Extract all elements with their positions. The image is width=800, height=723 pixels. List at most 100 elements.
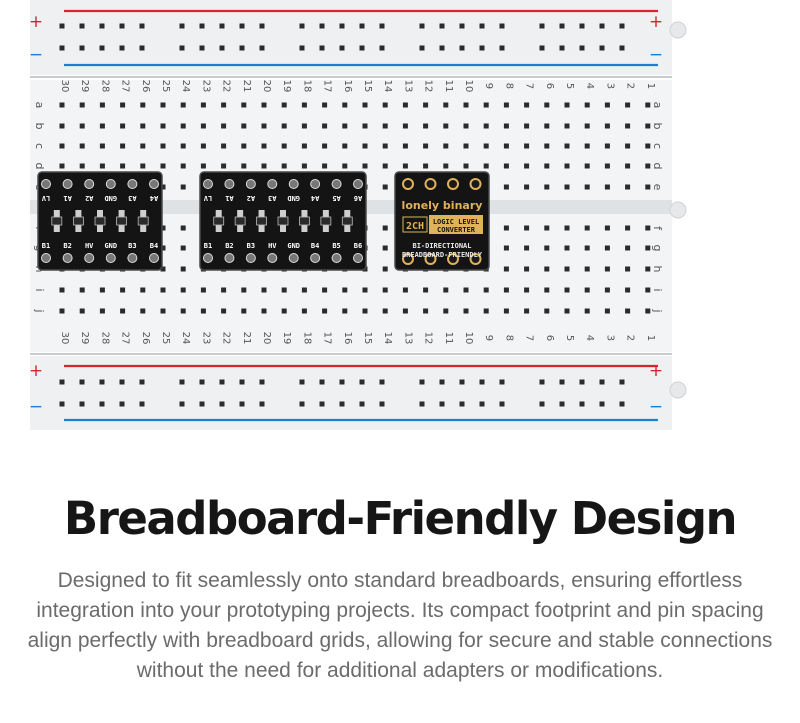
pin-label: A4 bbox=[311, 194, 319, 202]
column-number: 7 bbox=[524, 83, 535, 89]
pin-label: GND bbox=[104, 242, 117, 250]
pin-label: A6 bbox=[354, 194, 362, 202]
minus-label: − bbox=[649, 45, 663, 65]
row-letter: d bbox=[33, 163, 46, 170]
feature-line1: BI-DIRECTIONAL bbox=[412, 242, 471, 250]
row-letter: g bbox=[651, 245, 664, 252]
pin-label: B3 bbox=[247, 242, 255, 250]
column-number: 19 bbox=[281, 332, 292, 345]
pin-label: GND bbox=[104, 194, 117, 202]
column-number: 27 bbox=[120, 80, 131, 93]
column-number: 26 bbox=[140, 332, 151, 345]
column-number: 20 bbox=[261, 80, 272, 93]
pin-label: A1 bbox=[225, 194, 233, 202]
power-rail-bottom bbox=[30, 356, 672, 430]
column-number: 13 bbox=[402, 332, 413, 345]
column-number: 1 bbox=[645, 335, 656, 341]
column-number: 10 bbox=[463, 332, 474, 345]
plus-label: + bbox=[29, 12, 43, 32]
pin-label: A4 bbox=[150, 194, 158, 202]
column-number: 25 bbox=[160, 332, 171, 345]
column-number: 25 bbox=[160, 80, 171, 93]
row-letter: h bbox=[651, 266, 664, 273]
column-number: 24 bbox=[180, 332, 191, 345]
pin-label: B4 bbox=[150, 242, 158, 250]
minus-label: − bbox=[649, 397, 663, 417]
plus-label: + bbox=[649, 361, 663, 381]
row-letter: f bbox=[651, 226, 664, 231]
column-number: 18 bbox=[301, 80, 312, 93]
column-number: 6 bbox=[544, 335, 555, 341]
column-number: 28 bbox=[99, 80, 110, 93]
pin-label: LV bbox=[203, 194, 212, 202]
pin-label: LV bbox=[41, 194, 50, 202]
pin-label: B1 bbox=[204, 242, 212, 250]
column-number: 14 bbox=[382, 332, 393, 345]
column-number: 26 bbox=[140, 80, 151, 93]
row-letter: d bbox=[651, 163, 664, 170]
column-number: 5 bbox=[564, 83, 575, 89]
column-number: 11 bbox=[443, 80, 454, 93]
pin-label: B4 bbox=[311, 242, 319, 250]
product-line2: CONVERTER bbox=[437, 226, 476, 234]
column-number: 23 bbox=[200, 332, 211, 345]
column-number: 22 bbox=[221, 80, 232, 93]
column-number: 9 bbox=[483, 335, 494, 341]
column-number: 17 bbox=[322, 332, 333, 345]
column-number: 7 bbox=[524, 335, 535, 341]
plus-label: + bbox=[29, 361, 43, 381]
pin-label: A3 bbox=[268, 194, 276, 202]
column-number: 21 bbox=[241, 80, 252, 93]
row-letter: c bbox=[651, 143, 664, 149]
column-number: 15 bbox=[362, 80, 373, 93]
headline: Breadboard-Friendly Design bbox=[63, 492, 738, 545]
minus-label: − bbox=[29, 45, 43, 65]
pin-label: B2 bbox=[63, 242, 71, 250]
row-letter: i bbox=[33, 288, 46, 291]
pin-label: A1 bbox=[63, 194, 71, 202]
pin-label: A2 bbox=[247, 194, 255, 202]
column-number: 4 bbox=[584, 335, 595, 341]
column-number: 21 bbox=[241, 332, 252, 345]
pin-label: B1 bbox=[42, 242, 50, 250]
column-number: 28 bbox=[99, 332, 110, 345]
column-number: 2 bbox=[625, 335, 636, 341]
column-number: 20 bbox=[261, 332, 272, 345]
power-rail-top bbox=[30, 0, 672, 75]
pin-label: A3 bbox=[128, 194, 136, 202]
converter-2ch: lonely binary 2CH LOGIC LEVEL CONVERTER … bbox=[394, 171, 490, 271]
column-number: 9 bbox=[483, 83, 494, 89]
column-number: 10 bbox=[463, 80, 474, 93]
breadboard-labels: + − + − + − + − 303029292828272726262525… bbox=[29, 12, 664, 417]
column-number: 19 bbox=[281, 80, 292, 93]
feature-line2: BREADBOARD-FRIENDLY bbox=[402, 251, 483, 259]
column-number: 30 bbox=[59, 80, 70, 93]
pin-label: GND bbox=[287, 242, 300, 250]
channel-tag: 2CH bbox=[406, 221, 424, 232]
column-number: 6 bbox=[544, 83, 555, 89]
converter-modules: lonely binary 2CH LOGIC LEVEL CONVERTER … bbox=[37, 171, 490, 271]
column-number: 17 bbox=[322, 80, 333, 93]
row-letter: e bbox=[651, 184, 664, 191]
row-letter: a bbox=[33, 102, 46, 109]
pin-label: A5 bbox=[332, 194, 340, 202]
column-number: 29 bbox=[79, 332, 90, 345]
pin-label: B3 bbox=[128, 242, 136, 250]
pin-label: B2 bbox=[225, 242, 233, 250]
row-letter: j bbox=[33, 308, 46, 312]
column-number: 5 bbox=[564, 335, 575, 341]
pin-label: B5 bbox=[332, 242, 340, 250]
column-number: 22 bbox=[221, 332, 232, 345]
row-letter: b bbox=[33, 123, 46, 130]
column-number: 27 bbox=[120, 332, 131, 345]
module-pin-holes bbox=[402, 178, 482, 265]
column-number: 18 bbox=[301, 332, 312, 345]
column-number: 15 bbox=[362, 332, 373, 345]
column-number: 23 bbox=[200, 80, 211, 93]
pin-label: A2 bbox=[85, 194, 93, 202]
row-letter: c bbox=[33, 143, 46, 149]
product-line1: LOGIC LEVEL bbox=[433, 218, 479, 226]
column-number: 12 bbox=[423, 332, 434, 345]
